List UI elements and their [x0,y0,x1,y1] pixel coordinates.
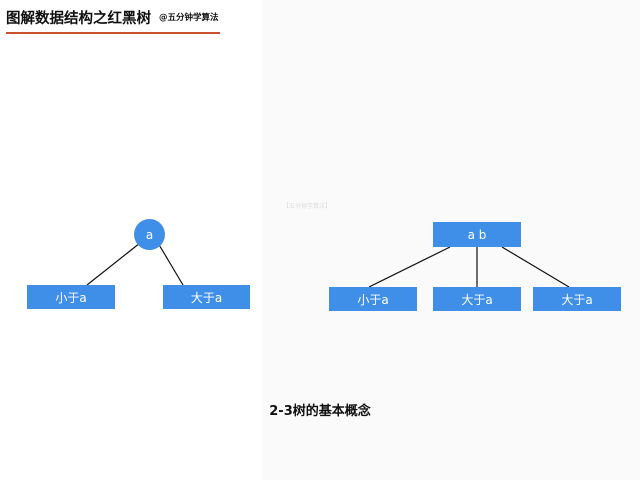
node-3node-child-less: 小于a [329,287,417,311]
watermark: 【五分钟学算法】 [283,203,332,210]
edge-2node-left [86,242,141,286]
header: 图解数据结构之红黑树 @五分钟学算法 [6,2,220,36]
edge-3node-right [501,246,570,288]
node-3node-root: a b [433,222,521,247]
node-3node-child-greater: 大于a [533,287,621,311]
page-title: 图解数据结构之红黑树 [6,11,151,27]
page-subtitle: @五分钟学算法 [159,13,219,23]
diagram-caption: 2-3树的基本概念 [269,404,371,419]
edge-3node-left [368,246,451,288]
edge-2node-right [157,242,184,286]
title-underline [6,32,220,34]
node-3node-child-middle: 大于a [433,287,521,311]
node-2node-child-greater: 大于a [163,285,250,309]
node-2node-root: a [134,219,165,250]
node-2node-child-less: 小于a [27,285,115,309]
